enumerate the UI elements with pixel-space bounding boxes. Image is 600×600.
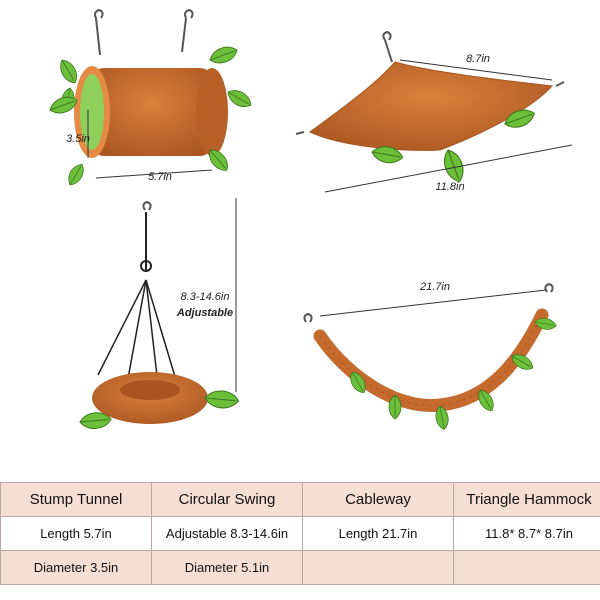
hammock-top-label: 8.7in bbox=[466, 53, 490, 65]
tunnel-diameter-label: 3.5in bbox=[66, 133, 90, 145]
table-cell: Length 21.7in bbox=[302, 516, 454, 551]
header-stump-tunnel: Stump Tunnel bbox=[0, 482, 152, 517]
cableway-length-label: 21.7in bbox=[419, 281, 450, 293]
triangle-hammock-image bbox=[295, 30, 573, 193]
table-cell: Diameter 3.5in bbox=[0, 550, 152, 585]
header-circular-swing: Circular Swing bbox=[151, 482, 303, 517]
table-row: Length 5.7in Adjustable 8.3-14.6in Lengt… bbox=[0, 516, 600, 551]
stump-tunnel-image bbox=[47, 8, 255, 189]
header-cableway: Cableway bbox=[302, 482, 454, 517]
tunnel-length-label: 5.7in bbox=[148, 171, 172, 183]
table-row: Diameter 3.5in Diameter 5.1in bbox=[0, 550, 600, 585]
product-illustration: 5.7in 3.5in 8.7in 11.8in 8.3-14.6in Adju… bbox=[47, 8, 573, 432]
table-cell: Diameter 5.1in bbox=[151, 550, 303, 585]
table-cell bbox=[453, 550, 600, 585]
circular-swing-image bbox=[78, 198, 240, 431]
swing-adjustable-label: Adjustable bbox=[176, 307, 233, 319]
header-triangle-hammock: Triangle Hammock bbox=[453, 482, 600, 517]
table-header-row: Stump Tunnel Circular Swing Cableway Tri… bbox=[0, 482, 600, 517]
table-cell: Adjustable 8.3-14.6in bbox=[151, 516, 303, 551]
swing-height-label: 8.3-14.6in bbox=[181, 291, 230, 303]
cableway-image bbox=[303, 282, 558, 432]
hammock-bottom-label: 11.8in bbox=[435, 181, 464, 193]
table-cell bbox=[302, 550, 454, 585]
table-cell: 11.8* 8.7* 8.7in bbox=[453, 516, 600, 551]
specs-table: Stump Tunnel Circular Swing Cableway Tri… bbox=[0, 482, 600, 585]
table-cell: Length 5.7in bbox=[0, 516, 152, 551]
